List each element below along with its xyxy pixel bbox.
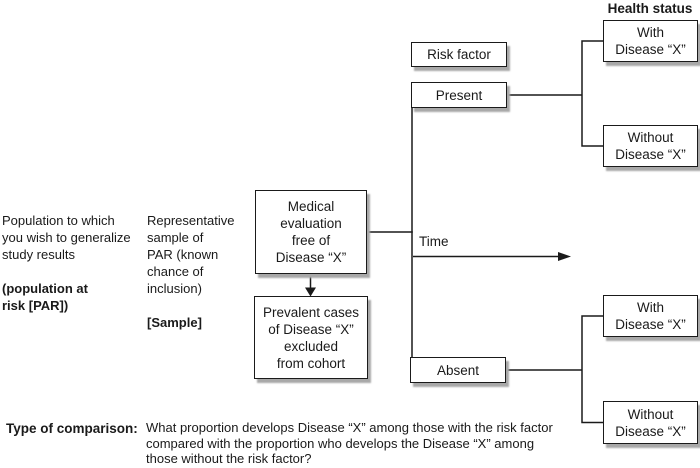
risk-factor-box: Risk factor — [411, 42, 507, 67]
time-arrowhead-icon — [558, 252, 571, 261]
representative-sample-note-bold: [Sample] — [147, 315, 202, 330]
present-box: Present — [411, 82, 507, 108]
without-disease-bottom-box: Without Disease “X” — [603, 401, 698, 444]
population-at-risk-note-text: Population to which you wish to generali… — [2, 213, 131, 262]
type-of-comparison-text: What proportion develops Disease “X” amo… — [146, 420, 553, 466]
bottom-fork — [581, 315, 603, 424]
without-disease-top-box: Without Disease “X” — [603, 125, 698, 167]
health-status-header: Health status — [607, 1, 693, 16]
medical-evaluation-box: Medical evaluation free of Disease “X” — [255, 190, 367, 274]
representative-sample-note-text: Representative sample of PAR (known chan… — [147, 213, 235, 296]
top-fork — [581, 40, 603, 147]
representative-sample-note: Representative sample of PAR (known chan… — [147, 195, 247, 331]
with-disease-top-box: With Disease “X” — [603, 20, 698, 62]
with-disease-bottom-box: With Disease “X” — [603, 295, 698, 337]
time-label: Time — [419, 234, 449, 249]
type-of-comparison-label: Type of comparison: — [6, 421, 138, 436]
population-at-risk-note-bold: (population at risk [PAR]) — [2, 281, 88, 313]
absent-box: Absent — [410, 357, 506, 383]
exclusion-arrowhead-icon — [305, 287, 316, 297]
population-at-risk-note: Population to which you wish to generali… — [2, 195, 142, 314]
prevalent-cases-box: Prevalent cases of Disease “X” excluded … — [254, 296, 368, 379]
